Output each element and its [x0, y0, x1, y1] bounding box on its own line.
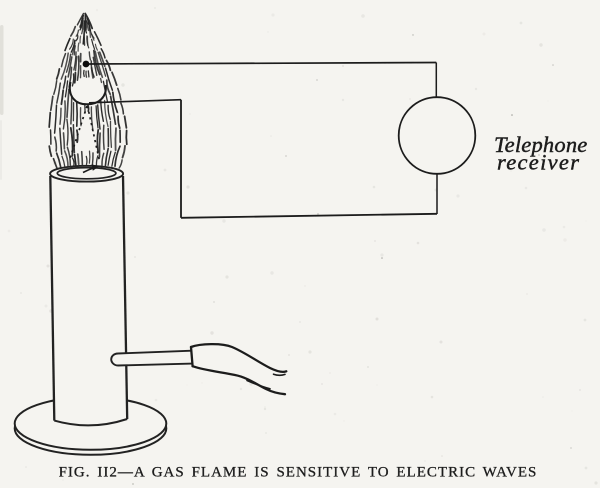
svg-text:Telephone: Telephone: [494, 132, 587, 157]
svg-text:receiver: receiver: [497, 150, 580, 175]
svg-text:FIG. II2—A GAS FLAME IS SENSIT: FIG. II2—A GAS FLAME IS SENSITIVE TO ELE…: [59, 464, 538, 480]
